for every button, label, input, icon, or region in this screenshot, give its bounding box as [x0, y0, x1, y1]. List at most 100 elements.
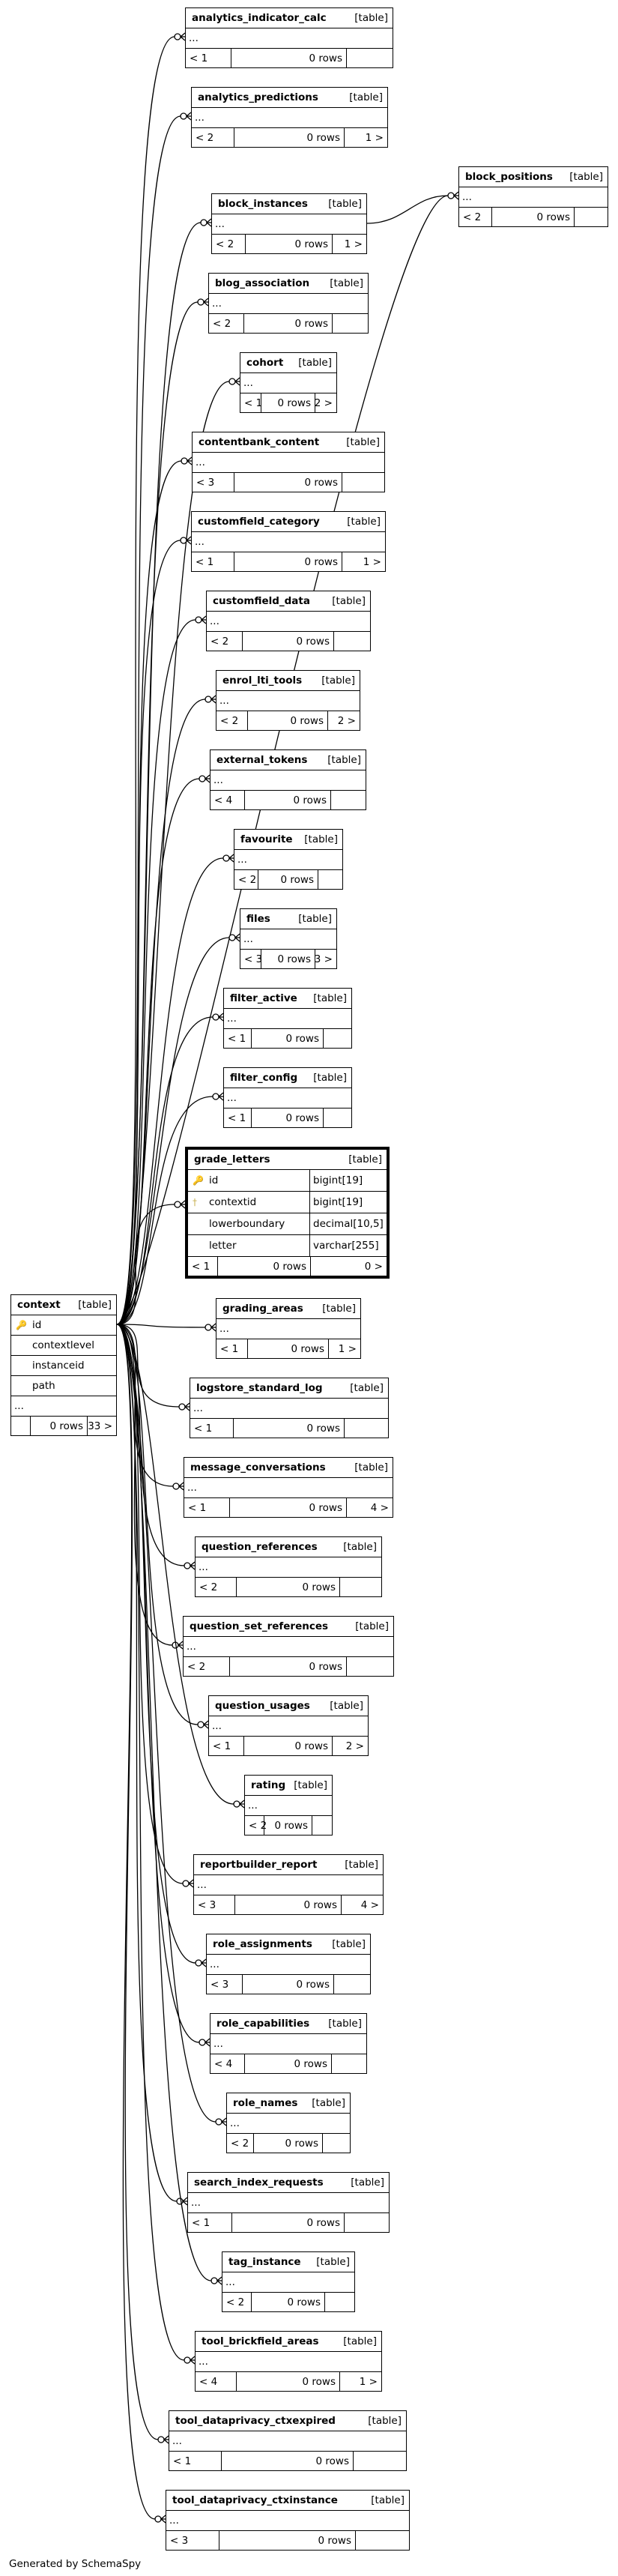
parents-count: < 2: [196, 1578, 237, 1596]
more-columns: ...: [209, 1716, 368, 1737]
optional-marker: [222, 854, 230, 862]
parents-count: < 2: [245, 1816, 267, 1835]
parents-count: < 1: [186, 49, 231, 67]
children-count: [333, 314, 368, 333]
table-header: grade_letters [table]: [188, 1150, 387, 1170]
table-header: role_assignments[table]: [207, 1934, 370, 1955]
optional-marker: [210, 2277, 218, 2284]
more-columns: ...: [184, 1637, 393, 1657]
row-count: 0 rows: [234, 473, 342, 492]
optional-marker: [195, 616, 202, 624]
relationship-edge-rating: [116, 1324, 234, 1805]
relationship-edge-grading_areas: [116, 1324, 206, 1328]
optional-marker: [200, 219, 207, 226]
row-count: 0 rows: [244, 1737, 333, 1755]
optional-marker: [205, 1324, 212, 1331]
parents-count: < 2: [222, 2293, 252, 2311]
table-name: search_index_requests: [194, 2177, 324, 2189]
optional-marker: [233, 1800, 240, 1808]
row-count: 0 rows: [252, 1029, 324, 1048]
crows-foot-marker: [160, 2515, 166, 2520]
column-row-id: 🔑id: [11, 1315, 116, 1336]
column-name: letter: [209, 1240, 237, 1252]
table-type: [table]: [368, 2415, 402, 2427]
table-name: cohort: [246, 357, 284, 369]
crows-foot-marker: [453, 195, 459, 200]
table-type: [table]: [569, 171, 603, 183]
optional-marker: [180, 537, 187, 544]
table-name: analytics_predictions: [198, 91, 318, 103]
optional-marker: [182, 1880, 190, 1887]
more-columns: ...: [194, 1875, 383, 1895]
grade-letters-table[interactable]: grade_letters [table] 🔑id bigint[19] †co…: [185, 1147, 390, 1279]
children-count: 0 >: [364, 1260, 383, 1273]
optional-marker: [184, 2356, 191, 2364]
table-type: [table]: [346, 436, 380, 448]
table-name: logstore_standard_log: [196, 1382, 323, 1394]
tool-dataprivacy-ctxexpired-table[interactable]: tool_dataprivacy_ctxexpired[table]...< 1…: [169, 2410, 407, 2471]
parents-count: < 4: [196, 2372, 237, 2391]
optional-marker: [184, 1562, 191, 1569]
children-count: 3 >: [314, 953, 333, 965]
parents-count: < 1: [240, 393, 262, 412]
more-columns: ...: [207, 612, 370, 632]
more-columns: ...: [11, 1396, 116, 1417]
table-name: grade_letters: [194, 1153, 270, 1165]
table-footer: 0 rows 33 >: [11, 1417, 116, 1435]
row-count: 0 rows: [230, 1657, 347, 1676]
table-type: [table]: [298, 913, 332, 925]
tool-dataprivacy-ctxinstance-table[interactable]: tool_dataprivacy_ctxinstance[table]...< …: [166, 2490, 410, 2551]
parents-count: < 1: [190, 1419, 234, 1438]
table-name: tool_brickfield_areas: [202, 2335, 319, 2347]
relationship-edge-customfield_data: [116, 619, 196, 1325]
context-table[interactable]: context [table] 🔑id contextlevel instanc…: [10, 1294, 117, 1436]
table-name: tool_dataprivacy_ctxexpired: [175, 2415, 336, 2427]
crows-foot-marker: [182, 2201, 188, 2206]
column-name: id: [32, 1319, 42, 1331]
column-name: contextid: [209, 1196, 257, 1208]
more-columns: ...: [196, 1557, 381, 1578]
optional-marker: [197, 298, 205, 306]
optional-marker: [447, 192, 455, 199]
table-type: [table]: [355, 1620, 389, 1632]
table-header: reportbuilder_report[table]: [194, 1855, 383, 1875]
